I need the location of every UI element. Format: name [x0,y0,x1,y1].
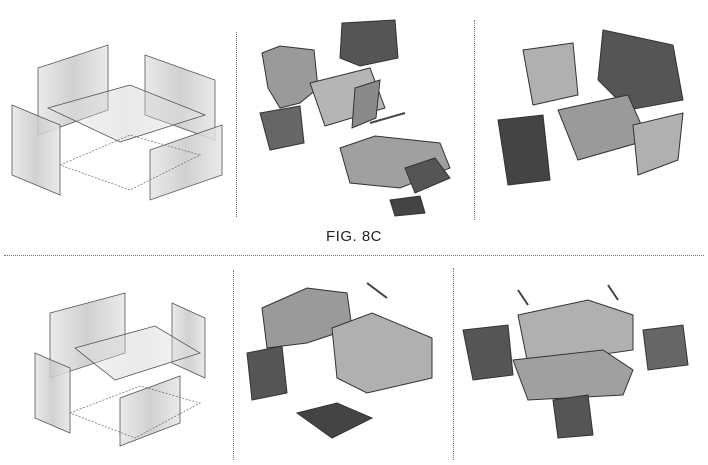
divider-top-1 [236,32,237,217]
outline-base [69,385,201,439]
roof-rail [369,112,406,124]
outline-base [59,134,201,191]
abstract-panel-layout-bottom [34,292,206,447]
upper-body-side [517,299,634,366]
firewall-assembly [339,19,399,67]
assembled-modules-top [497,29,684,186]
figure-caption: FIG. 8C [325,228,382,245]
side-frame-upper [261,45,319,109]
top-left-panel-layout [0,30,235,215]
bottom-middle-panel-parts [237,268,452,460]
horizontal-divider [4,255,704,256]
roof-rail [366,282,388,299]
exploded-body-parts-bottom [246,282,433,439]
exploded-body-parts-top [259,19,451,217]
front-wall-right [149,124,223,201]
front-structure [246,345,288,401]
side-frame-right [351,79,381,129]
divider-top-2 [474,20,475,220]
rear-body-module [597,29,684,111]
bottom-right-panel-modules [458,270,708,460]
front-structure [259,105,305,151]
abstract-panel-layout-top [11,44,223,201]
front-wall-left [34,352,71,434]
divider-bottom-1 [233,270,234,460]
battery-tray [389,195,426,217]
front-end-module [462,324,514,381]
rear-module [404,157,451,194]
assembled-modules-bottom [462,284,689,439]
floor-module [295,402,374,439]
right-side-frame [632,112,684,176]
rear-module [642,324,689,371]
divider-bottom-2 [453,268,454,460]
front-end-module [497,114,551,186]
body-in-white [331,312,433,394]
top-right-panel-modules [478,25,708,205]
top-middle-panel-parts [240,18,472,218]
front-wall-right [119,375,181,447]
bottom-left-panel-layout [0,268,235,458]
pillar-piece-right [607,284,619,301]
floor-plane [74,325,201,381]
floor-module [552,394,594,439]
pillar-piece-left [517,289,529,306]
lower-body-side [512,349,634,401]
front-wall-left [11,104,61,196]
floor-plane [46,84,207,143]
left-side-frame [522,42,579,106]
